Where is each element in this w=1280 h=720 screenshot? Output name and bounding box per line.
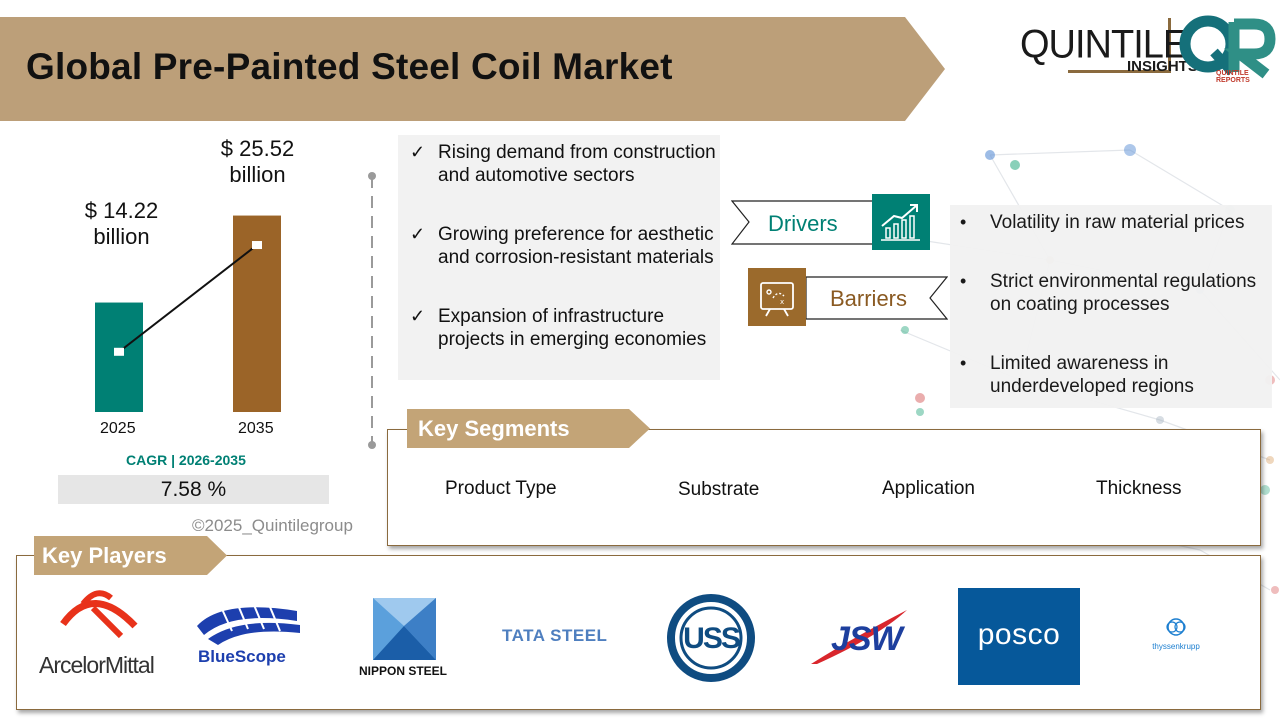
driver-item: ✓ Expansion of infrastructure projects i… — [410, 305, 718, 351]
key-players-title: Key Players — [42, 543, 167, 568]
bluescope-wave-icon — [197, 604, 300, 645]
arcelormittal-text: ArcelorMittal — [39, 652, 155, 678]
barriers-label: Barriers — [830, 286, 908, 311]
nippon-steel-text: NIPPON STEEL — [359, 664, 448, 678]
bar-value-label-2035: $ 25.52 billion — [196, 136, 319, 188]
driver-item: ✓ Rising demand from construction and au… — [410, 141, 718, 187]
segment-thickness: Thickness — [1096, 478, 1182, 499]
drivers-tag-shape — [731, 200, 876, 245]
jsw-swoosh-icon — [811, 610, 907, 664]
drivers-label: Drivers — [768, 211, 838, 236]
trend-marker-2035 — [252, 241, 262, 250]
svg-text:x: x — [780, 298, 784, 306]
arcelormittal-logo: ArcelorMittal — [35, 586, 155, 681]
bluescope-text: BlueScope — [198, 647, 286, 666]
driver-item: ✓ Growing preference for aesthetic and c… — [410, 223, 718, 269]
thyssenkrupp-rings-icon — [1166, 618, 1186, 636]
logo-reports-text: QUINTILE REPORTS — [1216, 70, 1250, 84]
bar-value-unit-2035: billion — [229, 162, 286, 187]
key-segments-title: Key Segments — [418, 416, 570, 441]
bluescope-logo: BlueScope — [192, 601, 302, 671]
barrier-item: • Limited awareness in underdeveloped re… — [960, 352, 1265, 398]
driver-text: Growing preference for aesthetic and cor… — [438, 224, 714, 268]
barrier-text: Strict environmental regulations on coat… — [990, 271, 1257, 315]
key-players-tag — [34, 536, 227, 575]
bullet-icon: • — [960, 353, 967, 373]
uss-logo: USS — [665, 592, 757, 684]
arcelormittal-arc-icon — [60, 590, 138, 639]
uss-circle-icon — [667, 594, 755, 682]
nippon-steel-prism-icon — [373, 598, 436, 660]
copyright-text: ©2025_Quintilegroup — [192, 516, 353, 535]
trend-line — [118, 244, 258, 353]
segment-product-type: Product Type — [445, 478, 557, 499]
title-banner — [0, 17, 945, 121]
barriers-tag-shape — [806, 276, 948, 320]
bar-value-label-2025: $ 14.22 billion — [60, 198, 183, 250]
driver-text: Rising demand from construction and auto… — [438, 142, 716, 186]
check-icon: ✓ — [410, 224, 426, 244]
x-tick-2025: 2025 — [100, 420, 136, 437]
x-tick-2035: 2035 — [238, 420, 274, 437]
growth-chart-icon — [872, 194, 930, 250]
barriers-panel: • Volatility in raw material prices • St… — [950, 205, 1272, 408]
qr-logo-icon — [1179, 15, 1276, 79]
check-icon: ✓ — [410, 142, 426, 162]
thyssenkrupp-text: thyssenkrupp — [1152, 642, 1200, 651]
bar-2025 — [95, 302, 143, 412]
posco-text: posco — [977, 618, 1061, 651]
cagr-box — [58, 475, 329, 504]
bar-value-unit-2025: billion — [93, 224, 150, 249]
drivers-panel: ✓ Rising demand from construction and au… — [398, 135, 720, 380]
jsw-text: JSW — [831, 620, 903, 658]
cagr-label: CAGR | 2026-2035 — [126, 452, 246, 468]
bullet-icon: • — [960, 271, 967, 291]
key-players-box: ArcelorMittal BlueScope NIPPON STEEL TAT… — [16, 555, 1261, 710]
logo-insights-text: INSIGHTS — [1127, 58, 1198, 75]
logo-quintile-text: QUINTILE — [1020, 22, 1188, 68]
nippon-steel-logo: NIPPON STEEL — [357, 596, 452, 681]
barrier-board-icon: x — [748, 268, 806, 326]
driver-text: Expansion of infrastructure projects in … — [438, 306, 707, 350]
key-segments-box: Product Type Substrate Application Thick… — [387, 429, 1261, 546]
trend-marker-2025 — [114, 347, 124, 356]
page-title: Global Pre-Painted Steel Coil Market — [26, 46, 673, 87]
tata-steel-text: TATA STEEL — [502, 626, 608, 645]
posco-logo: posco — [958, 588, 1080, 685]
market-size-bar-chart — [95, 215, 281, 412]
check-icon: ✓ — [410, 306, 426, 326]
tata-steel-logo: TATA STEEL — [502, 626, 622, 650]
thyssenkrupp-logo: thyssenkrupp — [1141, 616, 1211, 656]
jsw-logo: JSW — [809, 606, 924, 668]
bar-value-amount-2035: $ 25.52 — [220, 136, 295, 161]
logo-bracket — [1068, 18, 1171, 73]
segment-substrate: Substrate — [678, 479, 760, 500]
bar-value-amount-2025: $ 14.22 — [84, 198, 159, 223]
barrier-item: • Strict environmental regulations on co… — [960, 270, 1265, 316]
key-segments-tag — [407, 409, 650, 448]
segment-application: Application — [882, 478, 975, 499]
barrier-item: • Volatility in raw material prices — [960, 211, 1265, 234]
barrier-text: Volatility in raw material prices — [990, 212, 1245, 233]
uss-text: USS — [683, 622, 741, 655]
dashed-divider — [368, 172, 376, 449]
bullet-icon: • — [960, 212, 967, 232]
cagr-value: 7.58 % — [160, 478, 227, 501]
barrier-text: Limited awareness in underdeveloped regi… — [990, 353, 1194, 397]
